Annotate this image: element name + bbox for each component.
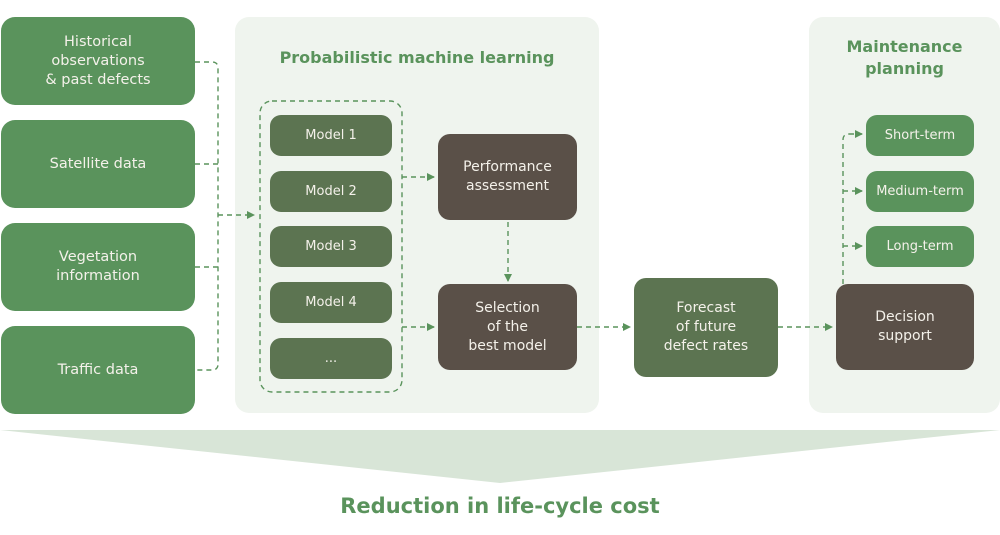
term-label: Long-term <box>886 239 954 254</box>
long-term-box: Long-term <box>866 226 974 267</box>
selection-label: Selection of the best model <box>468 299 547 354</box>
model-4: Model 4 <box>270 282 392 323</box>
funnel-arrow <box>0 430 1000 483</box>
input-historical-observations: Historical observations & past defects <box>1 17 195 105</box>
decision-support-box: Decision support <box>836 284 974 370</box>
term-label: Short-term <box>884 128 956 143</box>
model-label: Model 2 <box>305 184 357 199</box>
ml-panel-title: Probabilistic machine learning <box>279 48 555 67</box>
model-1: Model 1 <box>270 115 392 156</box>
decision-label: Decision support <box>875 309 935 344</box>
medium-term-box: Medium-term <box>866 171 974 212</box>
maintenance-panel-title: Maintenance planning <box>846 37 963 78</box>
connector-decision-branch <box>842 133 850 284</box>
funnel-shape <box>0 430 1000 483</box>
model-2: Model 2 <box>270 171 392 212</box>
model-label: ... <box>324 351 338 366</box>
best-model-selection-box: Selection of the best model <box>438 284 577 370</box>
model-more: ... <box>270 338 392 379</box>
input-traffic-data: Traffic data <box>1 326 195 414</box>
input-vegetation-information: Vegetation information <box>1 223 195 311</box>
forecast-label: Forecast of future defect rates <box>663 300 749 354</box>
performance-assessment-box: Performance assessment <box>438 134 577 220</box>
input-label: Vegetation information <box>56 249 140 284</box>
term-label: Medium-term <box>876 184 964 199</box>
forecast-box: Forecast of future defect rates <box>634 278 778 377</box>
models-group-border <box>259 100 403 393</box>
input-bracket <box>195 61 219 371</box>
model-3: Model 3 <box>270 226 392 267</box>
model-label: Model 3 <box>305 239 357 254</box>
input-label: Satellite data <box>49 155 147 172</box>
model-label: Model 1 <box>305 128 357 143</box>
performance-label: Performance assessment <box>463 159 552 194</box>
model-label: Model 4 <box>305 295 357 310</box>
input-label: Traffic data <box>57 361 139 378</box>
footer-outcome-text: Reduction in life-cycle cost <box>340 494 660 518</box>
input-label: Historical observations & past defects <box>45 33 151 88</box>
short-term-box: Short-term <box>866 115 974 156</box>
input-satellite-data: Satellite data <box>1 120 195 208</box>
